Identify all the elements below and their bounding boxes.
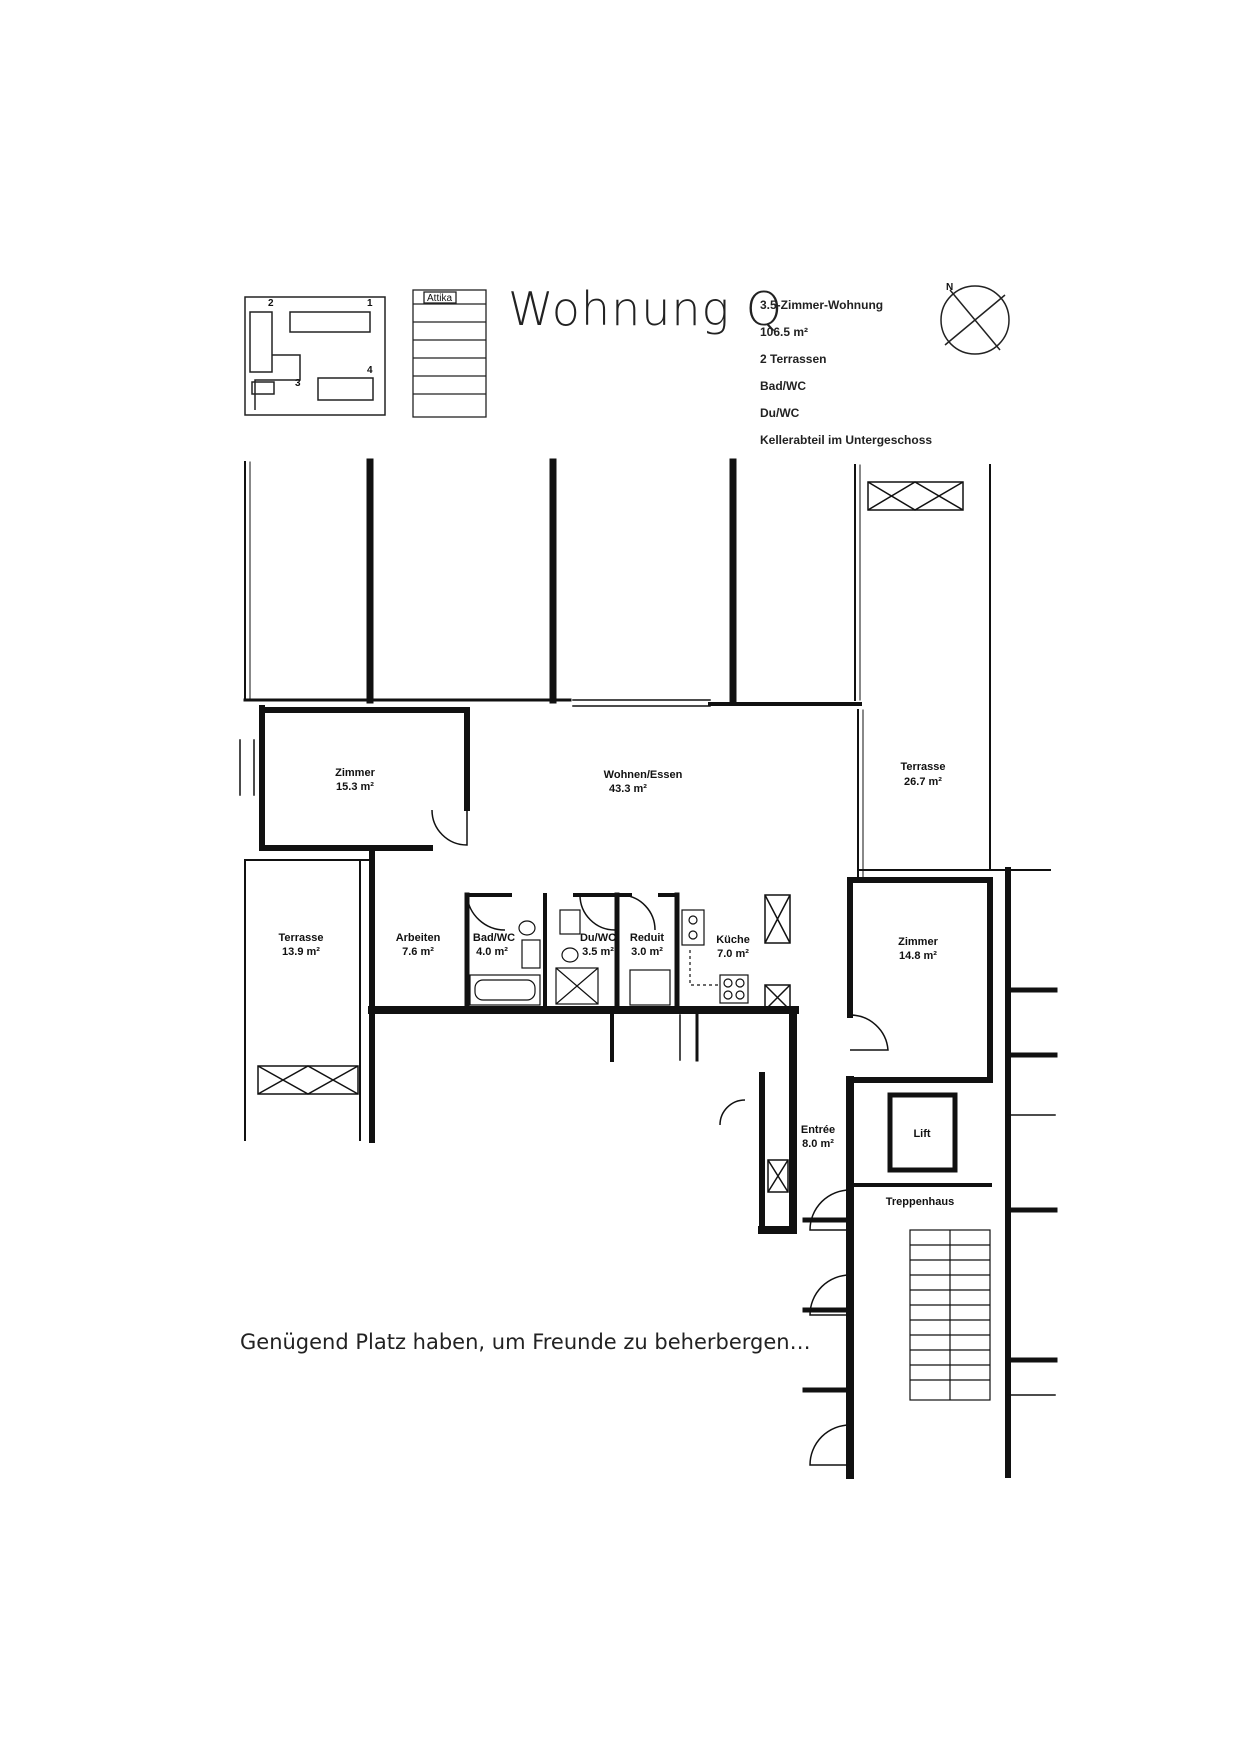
room-bad-wc: Bad/WC 4.0 m²	[473, 932, 515, 958]
room-name: Bad/WC	[473, 932, 515, 944]
key-plan	[244, 296, 386, 416]
room-zimmer-15: Zimmer 15.3 m²	[335, 767, 375, 793]
room-treppenhaus: Treppenhaus	[886, 1196, 954, 1208]
compass-icon	[940, 285, 1010, 355]
room-area: 7.6 m²	[402, 946, 434, 958]
room-entree: Entrée 8.0 m²	[801, 1124, 835, 1150]
key-plan-number-4: 4	[367, 365, 373, 376]
floor-stack-diagram	[412, 289, 487, 418]
room-arbeiten: Arbeiten 7.6 m²	[396, 932, 441, 958]
room-name: Entrée	[801, 1124, 835, 1136]
room-area: 13.9 m²	[282, 946, 320, 958]
info-shower: Du/WC	[760, 406, 800, 420]
walls	[239, 458, 1058, 1479]
sanitary-fixtures	[469, 909, 749, 1006]
apartment-info-list: 3.5-Zimmer-Wohnung 106.5 m² 2 Terrassen …	[760, 292, 932, 454]
room-name: Reduit	[630, 932, 665, 944]
key-plan-number-3: 3	[295, 378, 301, 389]
attika-label: Attika	[427, 293, 452, 304]
room-lift: Lift	[913, 1128, 930, 1140]
info-cellar: Kellerabteil im Untergeschoss	[760, 433, 933, 447]
room-name: Zimmer	[335, 767, 375, 779]
page-title: Wohnung Q	[508, 282, 783, 336]
room-name: Terrasse	[900, 761, 945, 773]
room-area: 14.8 m²	[899, 950, 937, 962]
room-name: Arbeiten	[396, 932, 441, 944]
room-name: Terrasse	[278, 932, 323, 944]
room-du-wc: Du/WC 3.5 m²	[580, 932, 616, 958]
room-area: 8.0 m²	[802, 1138, 834, 1150]
room-name: Wohnen/Essen	[604, 769, 683, 781]
room-area: 43.3 m²	[609, 783, 647, 795]
room-area: 15.3 m²	[336, 781, 374, 793]
info-area: 106.5 m²	[760, 325, 809, 339]
info-terraces: 2 Terrassen	[760, 352, 827, 366]
room-area: 7.0 m²	[717, 948, 749, 960]
room-reduit: Reduit 3.0 m²	[630, 932, 665, 958]
room-terrasse-east: Terrasse 26.7 m²	[900, 761, 945, 788]
skylights	[257, 481, 964, 1193]
room-kueche: Küche 7.0 m²	[716, 934, 750, 960]
room-area: 26.7 m²	[904, 776, 942, 788]
north-label: N	[946, 282, 953, 293]
room-area: 4.0 m²	[476, 946, 508, 958]
info-bath: Bad/WC	[760, 379, 806, 393]
staircase-icon	[909, 1229, 991, 1401]
key-plan-number-1: 1	[367, 298, 373, 309]
info-rooms: 3.5-Zimmer-Wohnung	[760, 298, 884, 312]
room-wohnen-essen: Wohnen/Essen 43.3 m²	[604, 769, 683, 795]
room-name: Zimmer	[898, 936, 938, 948]
tagline: Genügend Platz haben, um Freunde zu behe…	[240, 1330, 811, 1354]
room-name: Küche	[716, 934, 750, 946]
room-area: 3.0 m²	[631, 946, 663, 958]
doors	[431, 809, 889, 1466]
room-terrasse-west: Terrasse 13.9 m²	[278, 932, 323, 958]
key-plan-number-2: 2	[268, 298, 274, 309]
room-zimmer-14: Zimmer 14.8 m²	[898, 936, 938, 962]
room-area: 3.5 m²	[582, 946, 614, 958]
room-name: Du/WC	[580, 932, 616, 944]
